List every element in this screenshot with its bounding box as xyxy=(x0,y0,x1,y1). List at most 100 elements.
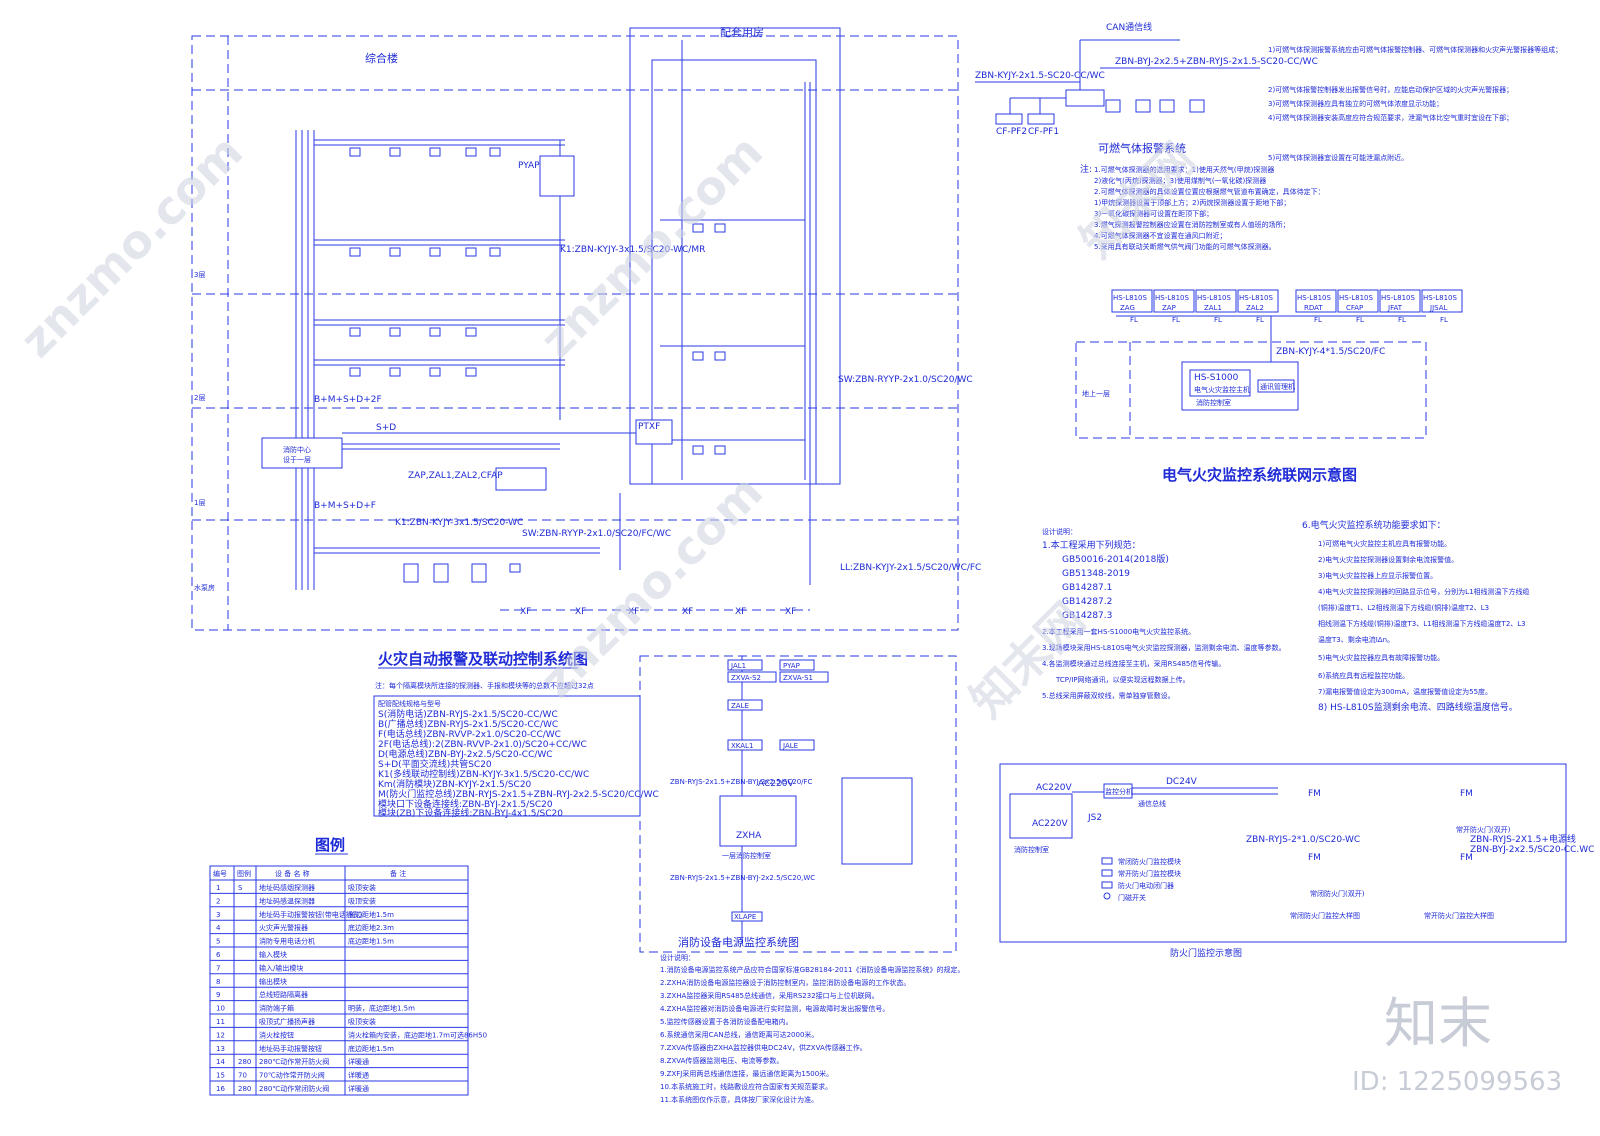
gas-note: 1)可燃气体探测报警系统应由可燃气体报警控制器、可燃气体探测器和火灾声光警报器等… xyxy=(1268,45,1562,54)
bus-2f: B+M+S+D+2F xyxy=(314,395,382,405)
gas-rule: 2.可燃气体探测器的具体设置位置应根据燃气管道布置确定，具体待定下： xyxy=(1094,187,1325,196)
elec-design2-line: 4)电气火灾监控探测器的回路显示位号，分别为L1相线测温下方线缆 xyxy=(1318,587,1530,596)
gas-notes: 1)可燃气体探测报警系统应由可燃气体报警控制器、可燃气体探测器和火灾声光警报器等… xyxy=(1268,45,1562,162)
legend-header: 编号 xyxy=(213,869,227,878)
elec-design-list: 1.本工程采用下列规范： GB50016-2014(2018版) GB51348… xyxy=(1042,539,1286,700)
legend-title: 图例 xyxy=(315,836,345,854)
legend-cell-note: 底边距地1.5m xyxy=(348,910,394,919)
elec-design-line: GB14287.1 xyxy=(1062,583,1112,593)
legend-cell-note: 底边距地2.3m xyxy=(348,923,394,932)
device-row-3f xyxy=(349,147,726,583)
elec-module-model: HS-L810S xyxy=(1113,294,1147,302)
gas-rules: 1.可燃气体探测器的选用要求：1)使用天然气(甲烷)探测器 2)液化气(丙烷)探… xyxy=(1094,165,1325,251)
building-label: 综合楼 xyxy=(365,51,398,65)
gas-alarm-system: CAN通信线 ZBN-KYJY-2x1.5-SC20-CC/WC ZBN-BYJ… xyxy=(975,21,1562,251)
elec-module-box xyxy=(1237,289,1279,313)
elec-design-line: GB51348-2019 xyxy=(1062,569,1130,579)
xf-2: XF xyxy=(575,607,586,617)
legend-cell-no: 13 xyxy=(216,1045,225,1053)
legend-cell-name: 消防专用电话分机 xyxy=(259,937,315,946)
legend-cell-name: 火灾声光警报器 xyxy=(259,923,308,932)
legend-cell-no: 8 xyxy=(216,978,220,986)
power-title: 消防设备电源监控系统图 xyxy=(678,935,799,949)
legend-cell-name: 280℃动作常闭防火阀 xyxy=(259,1084,329,1093)
xf-3: XF xyxy=(628,607,639,617)
wiring-line: F(电话总线)ZBN-RVVP-2x1.0/SC20-CC/WC xyxy=(378,728,561,740)
brand-id: ID: 1225099563 xyxy=(1352,1067,1562,1097)
legend-cell-no: 14 xyxy=(216,1058,225,1066)
legend-cell-note: 底边距地1.5m xyxy=(348,937,394,946)
legend-cell-no: 3 xyxy=(216,911,220,919)
elec-host-sub: 电气火灾监控主机 xyxy=(1194,385,1250,394)
wiring-line: 模块口下设备连接线:ZBN-BYJ-2x1.5/SC20 xyxy=(378,798,553,810)
elec-bus-label: FL xyxy=(1172,316,1180,324)
elec-design-line: 3.现场模块采用HS-L810S电气火灾监控探测器，监测剩余电流、温度等参数。 xyxy=(1042,643,1286,652)
elec-module-model: HS-L810S xyxy=(1297,294,1331,302)
legend-header: 备 注 xyxy=(390,869,406,878)
power-floor: 一层消防控制室 xyxy=(722,851,771,860)
elec-design-line: 4.各监测模块通过总线连接至主机，采用RS485信号传输。 xyxy=(1042,659,1225,668)
power-monitoring: JAL1 PYAP ZXVA-S2 ZXVA-S1 ZALE XKAL1 JAL… xyxy=(639,655,965,1104)
legend-cell-sym: 280 xyxy=(238,1085,251,1093)
elec-module-model: HS-L810S xyxy=(1239,294,1273,302)
door-cable-2: ZBN-RYJS-2X1.5+电源线 xyxy=(1470,833,1576,845)
wiring-line: K1(多线联动控制线)ZBN-KYJY-3x1.5/SC20-CC/WC xyxy=(378,768,589,780)
gas-note: 3)可燃气体探测器应具有独立的可燃气体浓度显示功能； xyxy=(1268,99,1443,108)
elec-module-code: ZAL1 xyxy=(1204,304,1222,312)
floor-pump: 水泵房 xyxy=(194,583,215,592)
power-code: ZXVA-S2 xyxy=(731,674,761,682)
power-ac: AC220V xyxy=(758,779,794,789)
elec-design-line: GB14287.2 xyxy=(1062,597,1112,607)
elec-design-line: 5.总线采用屏蔽双绞线，需单独穿管敷设。 xyxy=(1042,691,1175,700)
elec-design2-line: 8) HS-L810S监测剩余电流、四路线缆温度信号。 xyxy=(1318,701,1518,713)
legend-cell-no: 4 xyxy=(216,924,221,932)
elec-design2-line: 5)电气火灾监控器应具有故障报警功能。 xyxy=(1318,653,1444,662)
door-ac2: AC220V xyxy=(1032,819,1068,829)
door-dc: DC24V xyxy=(1166,777,1198,787)
legend-cell-note: 吸顶安装 xyxy=(348,1017,376,1026)
fire-alarm-system: 综合楼 配套用房 3层 2层 1层 水泵房 xyxy=(191,26,981,819)
gas-rule: 2)液化气(丙烷)探测器；3)使用煤制气(一氧化碳)探测器 xyxy=(1094,176,1266,185)
elec-bus-label: FL xyxy=(1440,316,1448,324)
legend-cell-no: 7 xyxy=(216,964,220,972)
control-room-box xyxy=(261,437,343,469)
elec-module-code: ZAG xyxy=(1120,304,1135,312)
legend-cell-name: 消火栓按钮 xyxy=(259,1030,294,1039)
zap-label: ZAP,ZAL1,ZAL2,CFAP xyxy=(408,471,503,481)
elec-module-model: HS-L810S xyxy=(1155,294,1189,302)
power-cable-2: ZBN-RYJS-2x1.5+ZBN-BYJ-2x2.5/SC20,WC xyxy=(670,874,815,882)
legend-cell-no: 15 xyxy=(216,1072,225,1080)
legend-cell-no: 5 xyxy=(216,938,220,946)
legend-cell-name: 地址码感温探测器 xyxy=(259,896,315,905)
door-open-label: 常开防火门(双开) xyxy=(1456,825,1511,834)
elec-module-box xyxy=(1295,289,1337,313)
elec-design2-line: 7)漏电报警值设定为300mA，温度报警值设定为55度。 xyxy=(1318,687,1492,696)
power-note: 8.ZXVA传感器监测电压、电流等参数。 xyxy=(660,1056,783,1065)
annex-label: 配套用房 xyxy=(720,26,764,39)
elec-module-model: HS-L810S xyxy=(1381,294,1415,302)
elec-design2-line: 3)电气火灾监控器上应显示报警位置。 xyxy=(1318,571,1437,580)
door-title: 防火门监控示意图 xyxy=(1170,947,1242,959)
legend-cell-no: 6 xyxy=(216,951,221,959)
door-legend-item: 常开防火门监控模块 xyxy=(1118,869,1181,878)
power-note: 5.监控传感器设置于各消防设备配电箱内。 xyxy=(660,1017,793,1026)
elec-modules: HS-L810SZAGFLHS-L810SZAPFLHS-L810SZAL1FL… xyxy=(1111,289,1463,324)
door-closed-label: 常闭防火门(双开) xyxy=(1310,889,1365,898)
cable-ll: LL:ZBN-KYJY-2x1.5/SC20/WC/FC xyxy=(840,563,981,573)
power-note: 4.ZXHA监控器对消防设备电源进行实时监测，电源故障时发出报警信号。 xyxy=(660,1004,889,1013)
elec-design-line: GB50016-2014(2018版) xyxy=(1062,553,1169,565)
xf-5: XF xyxy=(735,607,746,617)
xf-6: XF xyxy=(785,607,796,617)
gas-note: 4)可燃气体探测器安装高度应符合规范要求，泄漏气体比空气重时宜设在下部； xyxy=(1268,113,1513,122)
power-notes-head: 设计说明： xyxy=(660,953,695,962)
wiring-line: S(消防电话)ZBN-RYJS-2x1.5/SC20-CC/WC xyxy=(378,708,558,720)
gas-device-1: CF-PF2 xyxy=(996,127,1027,137)
door-ac: AC220V xyxy=(1036,783,1072,793)
xf-1: XF xyxy=(520,607,531,617)
door-open-title: 常开防火门监控大样图 xyxy=(1424,911,1494,920)
door-fm-2: FM xyxy=(1460,789,1473,799)
door-legend: 常闭防火门监控模块 常开防火门监控模块 防火门电动闭门器 门磁开关 xyxy=(1101,857,1181,902)
brand-logo: 知末 xyxy=(1384,992,1492,1055)
legend-cell-name: 输入模块 xyxy=(259,950,287,959)
